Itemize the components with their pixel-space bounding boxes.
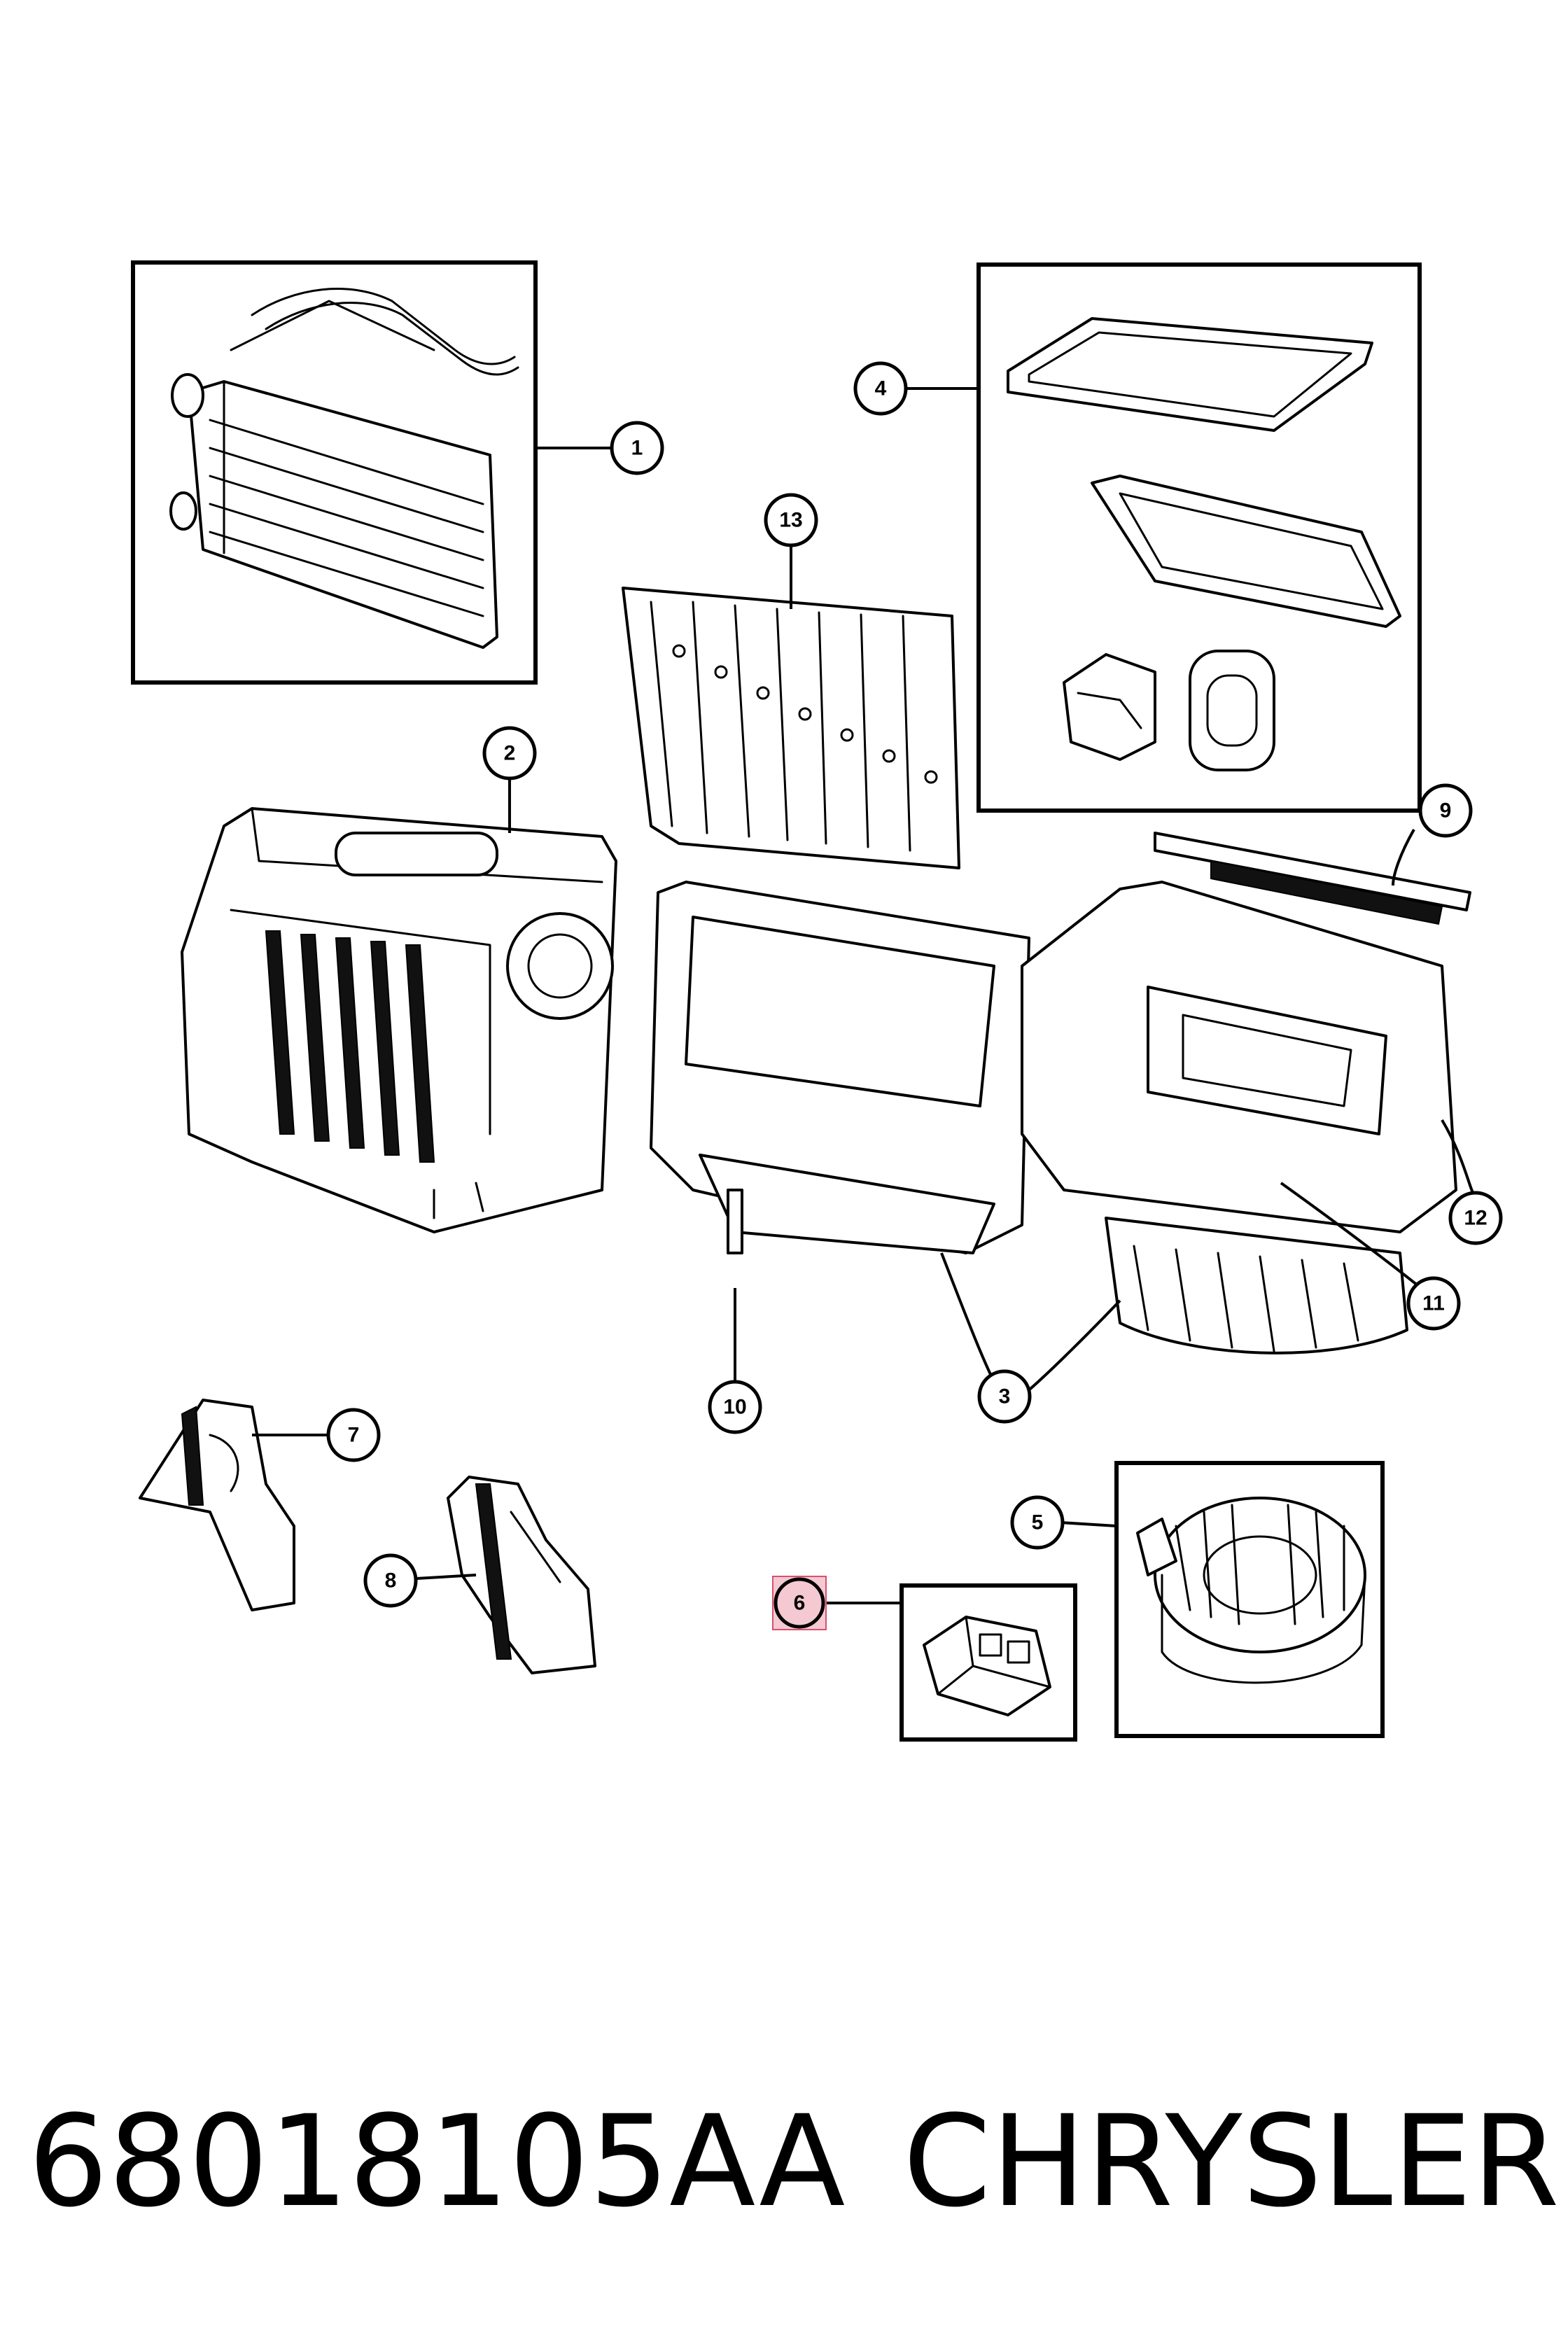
callout-13: 13	[764, 493, 818, 547]
part-2-illustration	[181, 807, 617, 1233]
callout-9-label: 9	[1440, 799, 1452, 822]
callout-10: 10	[708, 1380, 762, 1434]
callout-4-label: 4	[875, 377, 887, 400]
blower-motor-group: 5	[1010, 1461, 1385, 1738]
heater-core-illustration	[169, 288, 519, 649]
callout-9-leader	[1392, 829, 1415, 886]
heater-core-box	[131, 260, 538, 685]
callout-11-leader	[1280, 1182, 1422, 1289]
callout-6: 6	[772, 1576, 827, 1630]
callout-12-label: 12	[1464, 1207, 1487, 1230]
callout-10-label: 10	[723, 1396, 746, 1419]
part-number-text: 68018105AA	[28, 2089, 845, 2235]
callout-4: 4	[853, 361, 908, 416]
resistor-group: 6	[772, 1576, 1077, 1742]
part-2-group: 2	[181, 726, 617, 1233]
callout-8-label: 8	[385, 1569, 397, 1592]
part-3-group: 3	[650, 881, 1457, 1424]
callout-2: 2	[482, 726, 537, 780]
part-13-illustration	[622, 587, 960, 869]
callout-7: 7	[326, 1408, 381, 1462]
callout-12: 12	[1448, 1191, 1503, 1245]
brand-text: CHRYSLER	[903, 2089, 1560, 2235]
part-7-illustration	[139, 1399, 295, 1611]
callout-6-label: 6	[794, 1592, 806, 1615]
blower-motor-box	[1114, 1461, 1385, 1738]
callout-1: 1	[610, 421, 664, 475]
callout-11-label: 11	[1422, 1292, 1445, 1315]
part-3-illustration	[650, 881, 1457, 1354]
callout-11: 11	[1406, 1276, 1461, 1331]
callout-5-leader	[1060, 1521, 1117, 1527]
seal-kit-group: 4	[853, 262, 1422, 813]
part-7-group: 7	[139, 1399, 381, 1611]
callout-9: 9	[1418, 783, 1473, 838]
part-13-group: 13	[622, 493, 960, 869]
seal-kit-box	[976, 262, 1422, 813]
heater-core-group: 1	[131, 260, 664, 685]
callout-8-leader	[416, 1574, 477, 1580]
callout-3: 3	[977, 1369, 1032, 1424]
callout-8: 8	[363, 1553, 418, 1608]
callout-13-label: 13	[779, 509, 802, 532]
callout-12-group: 12	[1441, 1119, 1503, 1245]
callout-7-label: 7	[348, 1424, 360, 1447]
seal-kit-illustration	[1007, 317, 1401, 771]
callout-2-label: 2	[504, 742, 516, 765]
blower-motor-illustration	[1136, 1497, 1366, 1684]
part-8-illustration	[447, 1476, 596, 1674]
part-9-group: 9	[1154, 783, 1473, 925]
callout-3-leader	[940, 1252, 1121, 1396]
part-8-group: 8	[363, 1476, 596, 1674]
resistor-illustration	[923, 1616, 1051, 1716]
callout-10-group: 10	[708, 1288, 762, 1434]
part-9-illustration	[1154, 832, 1471, 911]
resistor-box	[899, 1583, 1077, 1742]
callout-3-label: 3	[999, 1385, 1011, 1408]
callout-5: 5	[1010, 1495, 1065, 1550]
callout-1-label: 1	[631, 437, 643, 460]
callout-5-label: 5	[1032, 1511, 1044, 1534]
callout-11-group: 11	[1280, 1182, 1461, 1331]
